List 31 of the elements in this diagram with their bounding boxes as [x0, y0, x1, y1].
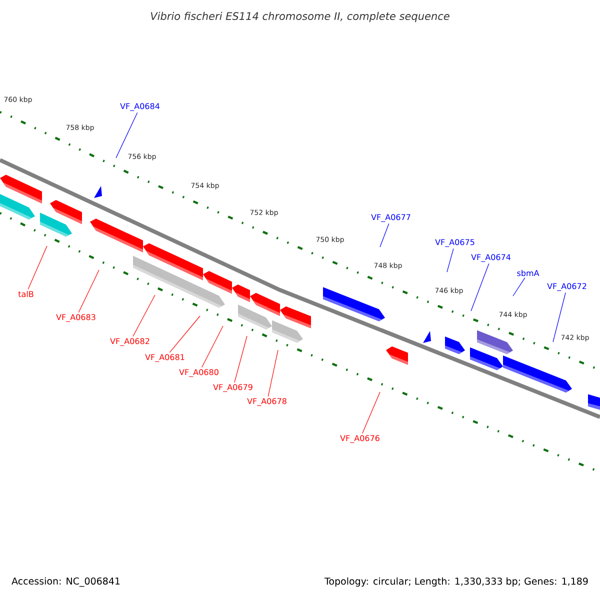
accession-text: Accession: NC_006841: [12, 577, 120, 587]
gene-label: VF_A0680: [179, 369, 218, 377]
leader-line: [234, 336, 248, 383]
leader-line: [169, 316, 200, 353]
gene-label: VF_A0677: [371, 214, 410, 222]
gene-label: VF_A0676: [340, 435, 380, 443]
gene-label: VF_A0683: [56, 314, 96, 322]
gene-label: VF_A0679: [213, 384, 252, 392]
gene-label: VF_A0672: [547, 283, 586, 291]
gene-label: VF_A0678: [247, 398, 286, 406]
leader-line: [512, 278, 526, 296]
gene-label: VF_A0675: [435, 239, 474, 247]
leader-line: [202, 326, 224, 368]
leader-line: [446, 248, 454, 272]
gene-label: VF_A0674: [471, 254, 510, 262]
leader-line: [362, 392, 380, 434]
leader-line: [116, 112, 138, 158]
leader-line: [552, 292, 566, 342]
title: Vibrio fischeri ES114 chromosome II, complete sequence: [150, 12, 450, 22]
genome-info-text: Topology: circular; Length: 1,330,333 bp; Genes: 1,189: [324, 577, 588, 587]
leader-line: [380, 223, 390, 248]
leader-line: [132, 294, 156, 337]
gene-label: talB: [18, 290, 34, 298]
leader-line: [470, 263, 490, 312]
gene-label: VF_A0681: [145, 354, 184, 362]
leader-line: [28, 246, 48, 290]
leader-line: [268, 350, 278, 397]
leader-line: [78, 270, 100, 313]
gene-label: VF_A0684: [120, 103, 160, 111]
gene-label: VF_A0682: [110, 338, 150, 346]
gene-label: sbmA: [517, 270, 540, 276]
